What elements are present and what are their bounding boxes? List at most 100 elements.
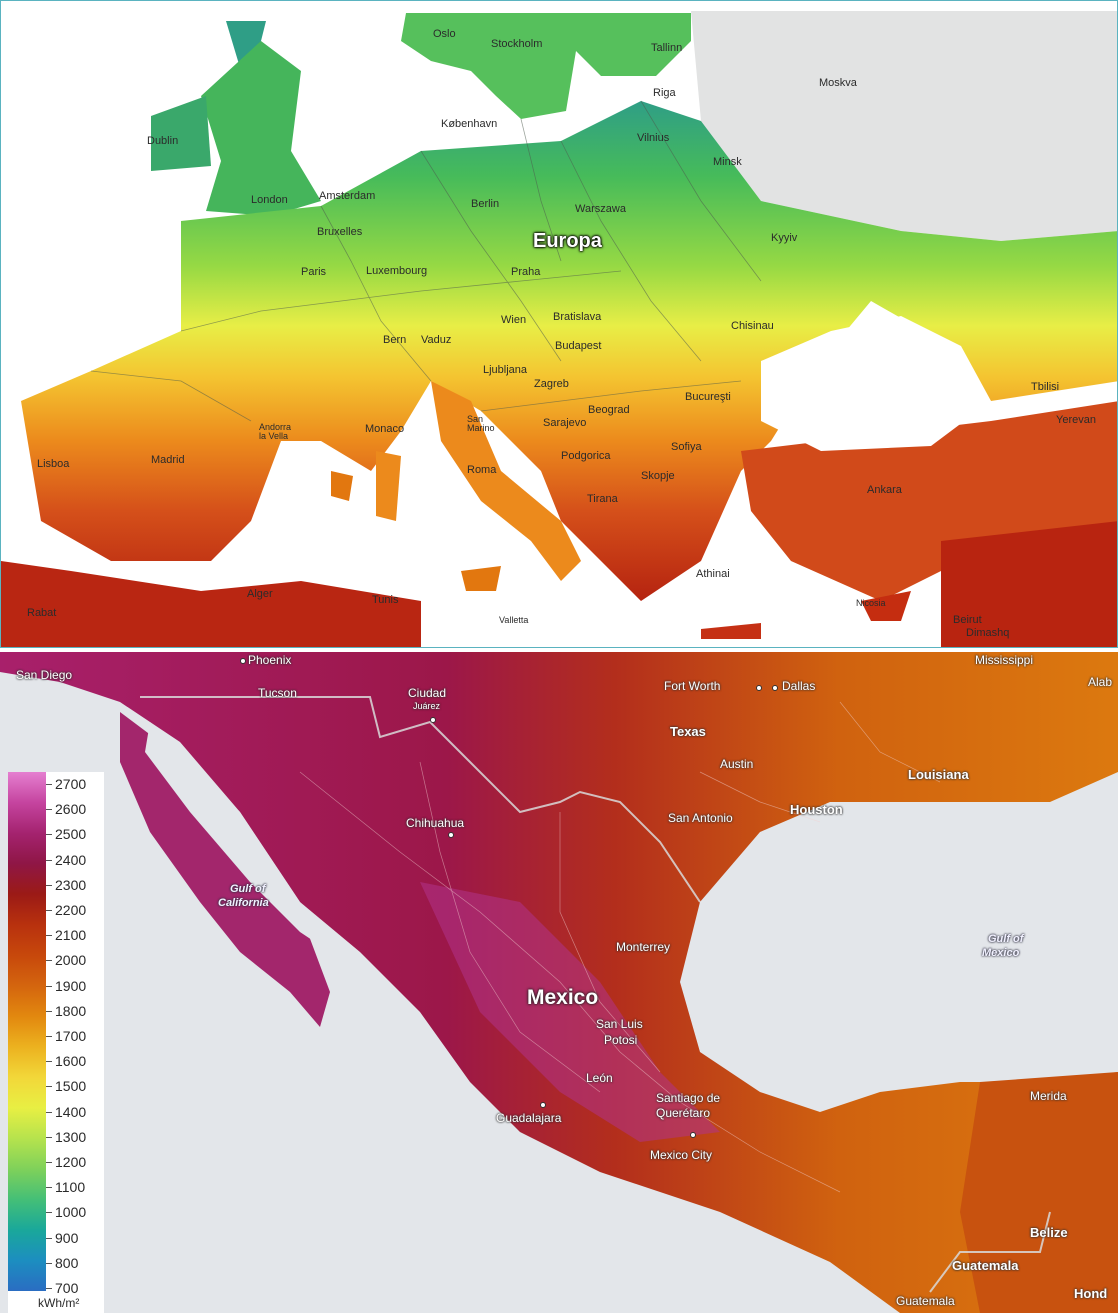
place-label: Guadalajara (496, 1111, 562, 1125)
place-label: Tallinn (651, 42, 683, 54)
city-marker (448, 832, 454, 838)
place-label: Riga (653, 87, 676, 99)
place-label: Bern (383, 334, 407, 346)
place-label: Santiago de (656, 1091, 721, 1105)
place-label: Zagreb (534, 378, 569, 390)
place-label: Stockholm (491, 38, 543, 50)
place-label: Mexico (982, 947, 1020, 959)
place-label: Madrid (151, 454, 185, 466)
legend-tick (46, 960, 52, 962)
place-label: Houston (790, 802, 843, 817)
place-label: Chisinau (731, 320, 774, 332)
place-label: Hond (1074, 1286, 1108, 1301)
place-label: Bucureşti (685, 391, 731, 403)
city-marker (240, 658, 246, 664)
place-label: København (441, 118, 498, 130)
legend-tick-label: 1900 (55, 977, 87, 994)
place-label: Guatemala (896, 1294, 955, 1308)
place-label: San Marino (467, 414, 495, 433)
legend-tick-label: 900 (55, 1229, 79, 1246)
europe-title: Europa (533, 230, 602, 252)
place-label: Juárez (413, 701, 441, 711)
legend-tick-label: 1300 (55, 1128, 87, 1145)
place-label: California (218, 897, 269, 909)
place-label: Rabat (27, 607, 57, 619)
place-label: Gulf of (988, 933, 1024, 945)
mexico-map[interactable]: Mexico Phoenix Mississippi San Diego Tuc… (0, 652, 1118, 1313)
place-label: Tunis (372, 594, 399, 606)
place-label: Dimashq (966, 627, 1010, 639)
legend-tick (46, 834, 52, 836)
legend-tick (46, 1061, 52, 1063)
legend-tick-label: 2500 (55, 826, 87, 843)
legend-tick-label: 1700 (55, 1028, 87, 1044)
place-label: Oslo (433, 28, 456, 40)
legend-tick (46, 784, 52, 785)
place-label: Ciudad (408, 686, 447, 700)
legend-tick (46, 884, 52, 886)
place-label: Texas (670, 724, 706, 739)
legend-tick (46, 1212, 52, 1214)
place-label: Merida (1030, 1089, 1067, 1103)
place-label: Berlin (471, 198, 500, 210)
place-label: Praha (511, 266, 541, 278)
place-label: Lisboa (37, 458, 70, 470)
place-label: Skopje (641, 470, 675, 482)
place-label: Gulf of (230, 883, 266, 895)
legend-tick-label: 2100 (55, 927, 87, 944)
legend-tick (46, 1162, 52, 1163)
place-label: Chihuahua (406, 816, 465, 830)
legend-tick (46, 1136, 52, 1138)
place-label: Nicosia (856, 598, 886, 608)
mexico-title: Mexico (527, 986, 599, 1009)
europe-map[interactable]: Europa Oslo Stockholm Tallinn Moskva Rig… (0, 0, 1118, 648)
place-label: Warszawa (575, 203, 626, 215)
place-label: Austin (720, 757, 754, 771)
place-label: Yerevan (1056, 414, 1096, 426)
place-label: Mexico City (650, 1148, 713, 1162)
place-label: Athinai (696, 568, 730, 580)
place-label: Valletta (499, 615, 529, 625)
place-label: Monaco (365, 423, 405, 435)
legend-tick-label: 1000 (55, 1204, 87, 1221)
place-label: Roma (467, 464, 497, 476)
legend-tick-label: 1100 (55, 1179, 86, 1196)
legend-tick (46, 1187, 52, 1189)
place-label: León (586, 1071, 613, 1085)
place-label: Minsk (713, 156, 742, 168)
legend-tick-label: 1400 (55, 1103, 87, 1120)
place-label: San Diego (16, 668, 73, 682)
place-label: Bratislava (553, 311, 602, 323)
place-label: Kyyiv (771, 232, 798, 244)
place-label: Vaduz (421, 334, 452, 346)
place-label: Beograd (588, 404, 630, 416)
place-label: Mississippi (975, 653, 1034, 667)
place-label: Bruxelles (317, 226, 363, 238)
place-label: Budapest (555, 340, 602, 352)
legend-tick (46, 985, 52, 987)
legend-tick (46, 935, 52, 937)
legend-tick-label: 2600 (55, 801, 87, 818)
place-label: Wien (501, 314, 527, 326)
place-label: Dallas (782, 679, 816, 693)
legend-tick-label: 1600 (55, 1053, 87, 1070)
place-label: Amsterdam (319, 190, 376, 202)
place-label: Phoenix (248, 653, 292, 667)
legend-tick (46, 1288, 52, 1289)
city-marker (540, 1102, 546, 1108)
place-label: Querétaro (656, 1106, 711, 1120)
europe-irradiation-layer (1, 1, 1117, 647)
legend-tick-label: 1800 (55, 1002, 87, 1019)
place-label: Andorra la Vella (259, 422, 292, 441)
place-label: Fort Worth (664, 679, 721, 693)
place-label: Vilnius (637, 132, 670, 144)
place-label: Tbilisi (1031, 381, 1060, 393)
legend-tick (46, 1111, 52, 1113)
place-label: Louisiana (908, 767, 969, 782)
city-marker (756, 685, 762, 691)
place-label: Ankara (867, 484, 902, 496)
legend-tick (46, 1237, 52, 1239)
place-label: Sarajevo (543, 417, 587, 429)
place-label: Tucson (258, 686, 297, 700)
